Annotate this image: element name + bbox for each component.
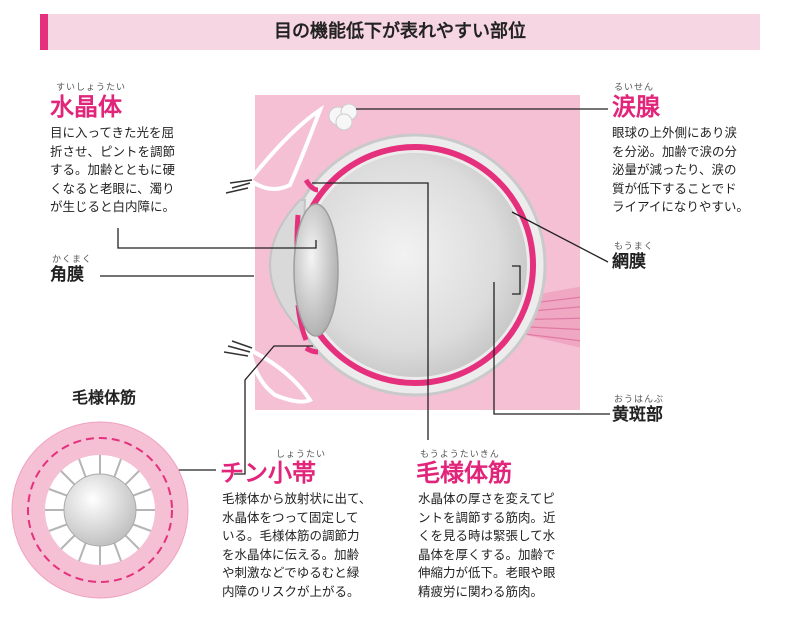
- lacrimal-desc-line: 質が低下することでド: [612, 180, 737, 196]
- lacrimal-description: 眼球の上外側にあり涙 を分泌。加齢で涙の分 泌量が減ったり、涙の 質が低下するこ…: [612, 124, 792, 217]
- zonule-desc-line: を水晶体に伝える。加齢: [222, 546, 360, 562]
- ciliary-desc-line: 水晶体の厚さを変えてピ: [418, 491, 555, 506]
- retina-heading: 網膜: [612, 252, 646, 272]
- ciliary-heading: 毛様体筋: [416, 459, 512, 487]
- ciliary-desc-line: 晶体を厚くする。加齢で: [418, 546, 556, 562]
- cornea-ruby: かくまく: [52, 255, 93, 265]
- macula-bracket: [512, 265, 521, 295]
- zonule-description: 毛様体から放射状に出て、 水晶体をつって固定して いる。毛様体筋の調節力 を水晶…: [222, 490, 412, 601]
- zonule-desc-line: 水晶体をつって固定して: [222, 509, 359, 525]
- ciliary-desc-line: 精疲労に関わる筋肉。: [418, 583, 544, 599]
- retina-ruby: もうまく: [614, 242, 654, 252]
- eyelids: [223, 104, 325, 404]
- lens-desc-line: くなると老眼に、濁り: [50, 180, 175, 196]
- lacrimal-desc-line: 泌量が減ったり、涙の: [612, 162, 737, 177]
- title-bar: 目の機能低下が表れやすい部位: [40, 14, 760, 50]
- crystalline-lens: [293, 203, 339, 337]
- inset-lens: [63, 473, 137, 547]
- lacrimal-desc-line: を分泌。加齢で涙の分: [612, 143, 738, 159]
- eyeball: [269, 133, 547, 397]
- title-accent-bar: [40, 14, 48, 50]
- lacrimal-desc-line: ライアイになりやすい。: [612, 199, 749, 214]
- zonule-desc-line: や刺激などでゆるむと緑: [222, 565, 360, 580]
- zonule-desc-line: いる。毛様体筋の調節力: [222, 528, 360, 543]
- ciliary-ruby: もうようたいきん: [420, 450, 500, 460]
- zonule-desc-line: 内障のリスクが上がる。: [222, 583, 360, 599]
- leader-lines: [100, 108, 610, 475]
- ciliary-desc-line: ントを調節する筋肉。近: [418, 509, 556, 525]
- cornea-heading: 角膜: [50, 265, 84, 285]
- lacrimal-heading: 涙腺: [612, 93, 660, 121]
- lens-desc-line: する。加齢とともに硬: [50, 162, 176, 177]
- zonule-leader: [234, 345, 313, 475]
- lens-ruby: すいしょうたい: [56, 83, 127, 93]
- inset-zonule-fibers: [45, 455, 155, 565]
- lacrimal-ruby: るいせん: [614, 83, 655, 93]
- inset-ciliary-ring: [27, 437, 173, 583]
- macula-ruby: おうはんぶ: [614, 395, 665, 405]
- lens-desc-line: 目に入ってきた光を屈: [50, 125, 175, 140]
- zonule-desc-line: 毛様体から放射状に出て、: [222, 491, 372, 506]
- macula-heading: 黄斑部: [612, 405, 663, 425]
- lens-description: 目に入ってきた光を屈 折させ、ピントを調節 する。加齢とともに硬 くなると老眼に…: [50, 124, 250, 217]
- ciliary-desc-line: 伸縮力が低下。老眼や眼: [418, 565, 556, 580]
- ciliary-leader: [312, 182, 429, 440]
- lacrimal-desc-line: 眼球の上外側にあり涙: [612, 125, 738, 140]
- zonule-heading: チン小帯: [220, 459, 316, 487]
- ciliary-inset: [11, 421, 189, 599]
- ciliary-desc-line: くを見る時は緊張して水: [418, 528, 556, 543]
- lacrimal-gland: [328, 103, 358, 131]
- zonule-ruby: しょうたい: [276, 450, 327, 460]
- page-title: 目の機能低下が表れやすい部位: [274, 21, 526, 42]
- ciliary-description: 水晶体の厚さを変えてピ ントを調節する筋肉。近 くを見る時は緊張して水 晶体を厚…: [418, 490, 618, 601]
- macula-leader: [493, 282, 610, 415]
- lens-desc-line: が生じると白内障に。: [50, 199, 176, 214]
- lens-leader: [117, 228, 317, 249]
- lens-desc-line: 折させ、ピントを調節: [50, 143, 176, 159]
- retina-leader: [511, 211, 609, 263]
- inset-label: 毛様体筋: [72, 388, 137, 407]
- lens-heading: 水晶体: [50, 93, 122, 121]
